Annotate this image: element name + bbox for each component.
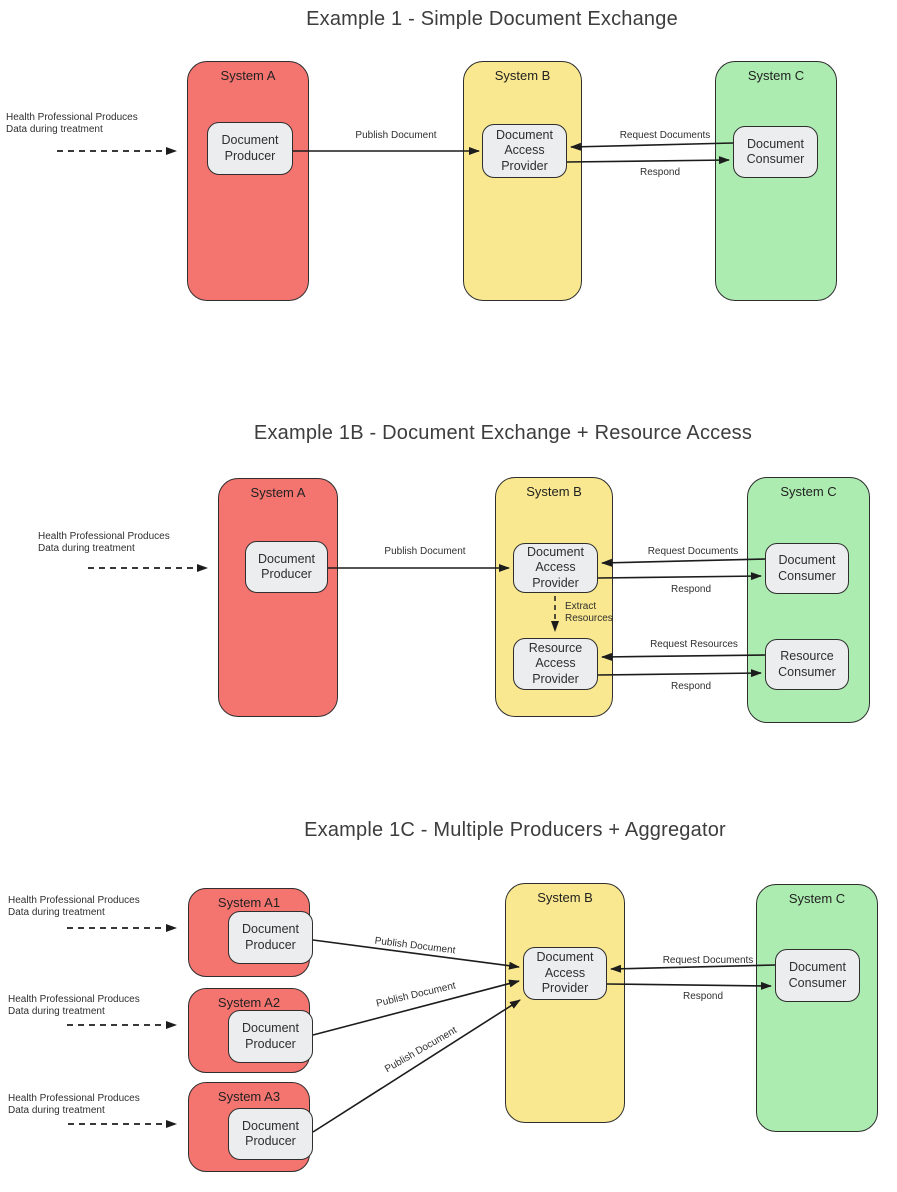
d1-system-b-container: System B <box>463 61 582 301</box>
diagram1-title: Example 1 - Simple Document Exchange <box>306 8 678 30</box>
d2-document-producer-box: Document Producer <box>245 541 328 593</box>
d2-respond-documents-arrow <box>597 572 762 581</box>
d2-system-a-label: System A <box>250 485 306 500</box>
d3-respond-label: Respond <box>682 991 724 1002</box>
d3-publish-label-2: Publish Document <box>375 980 457 1010</box>
d2-system-a-container: System A <box>218 478 338 717</box>
d2-request-resources-arrow <box>601 652 766 661</box>
d1-actor-note: Health Professional Produces Data during… <box>6 112 138 135</box>
d2-request-documents-label: Request Documents <box>647 546 739 557</box>
diagram3-title: Example 1C - Multiple Producers + Aggreg… <box>304 819 726 841</box>
d1-document-producer-box: Document Producer <box>207 122 293 175</box>
d2-resource-consumer-box: Resource Consumer <box>765 639 849 690</box>
d2-publish-label: Publish Document <box>384 546 466 557</box>
d1-system-a-container: System A <box>187 61 309 301</box>
d3-publish-arrow-3 <box>312 999 521 1133</box>
d1-system-c-label: System C <box>747 68 805 83</box>
d3-document-access-provider-box: Document Access Provider <box>523 947 607 1000</box>
d2-document-access-provider-box: Document Access Provider <box>513 543 598 593</box>
d2-system-c-label: System C <box>780 484 837 499</box>
d1-respond-label: Respond <box>639 167 681 178</box>
d3-document-consumer-box: Document Consumer <box>775 949 860 1002</box>
d2-extract-resources-label: Extract Resources <box>565 601 613 624</box>
d3-actor-note-1: Health Professional Produces Data during… <box>8 895 140 918</box>
d3-respond-arrow <box>606 981 772 990</box>
d1-document-access-provider-box: Document Access Provider <box>482 124 567 178</box>
d3-system-c-label: System C <box>788 891 846 906</box>
d3-system-b-container: System B <box>505 883 625 1123</box>
d3-document-producer-box-1: Document Producer <box>228 911 313 964</box>
d1-respond-arrow <box>566 156 730 165</box>
d2-actor-note: Health Professional Produces Data during… <box>38 531 170 554</box>
d1-system-b-label: System B <box>494 68 551 83</box>
d2-respond-documents-label: Respond <box>670 584 712 595</box>
d2-respond-resources-label: Respond <box>670 681 712 692</box>
d2-resource-access-provider-box: Resource Access Provider <box>513 638 598 690</box>
d3-request-label: Request Documents <box>662 955 754 966</box>
d3-system-a3-label: System A3 <box>217 1089 281 1104</box>
d2-respond-resources-arrow <box>597 669 762 678</box>
d3-system-a2-label: System A2 <box>217 995 281 1010</box>
d3-system-b-label: System B <box>537 890 593 905</box>
d3-publish-label-1: Publish Document <box>374 935 456 957</box>
d3-system-a1-label: System A1 <box>217 895 281 910</box>
d1-request-arrow <box>570 142 734 151</box>
d3-publish-label-3: Publish Document <box>383 1024 459 1076</box>
d1-publish-label: Publish Document <box>355 130 437 141</box>
d3-document-producer-box-2: Document Producer <box>228 1010 313 1063</box>
diagram2-title: Example 1B - Document Exchange + Resourc… <box>253 422 753 444</box>
d2-document-consumer-box: Document Consumer <box>765 543 849 594</box>
d3-actor-note-3: Health Professional Produces Data during… <box>8 1093 140 1116</box>
d2-request-resources-label: Request Resources <box>650 639 738 650</box>
d1-system-c-container: System C <box>715 61 837 301</box>
d3-system-c-container: System C <box>756 884 878 1132</box>
d1-request-label: Request Documents <box>619 130 711 141</box>
d2-system-b-label: System B <box>526 484 582 499</box>
d3-actor-note-2: Health Professional Produces Data during… <box>8 994 140 1017</box>
d1-document-consumer-box: Document Consumer <box>733 126 818 178</box>
d3-document-producer-box-3: Document Producer <box>228 1108 313 1160</box>
d2-request-documents-arrow <box>601 558 766 567</box>
d1-system-a-label: System A <box>220 68 276 83</box>
